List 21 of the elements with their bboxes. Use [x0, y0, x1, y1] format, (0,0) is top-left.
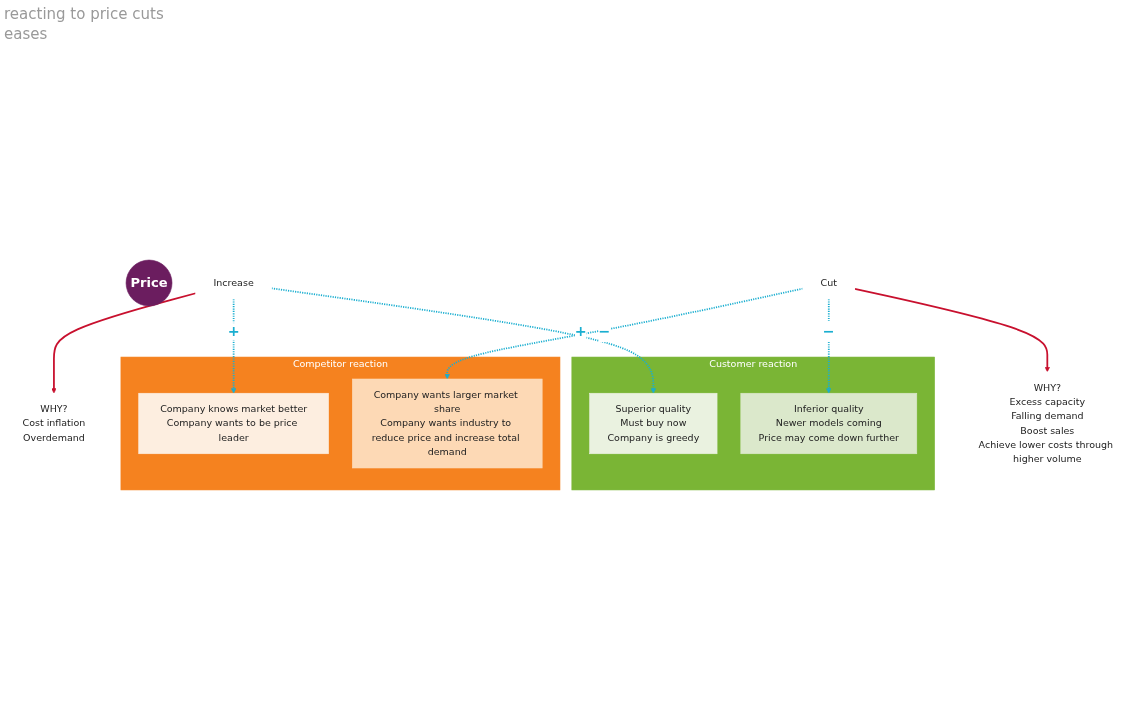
node-text: Cut — [820, 277, 837, 289]
arrow — [853, 287, 1050, 373]
edge-label: + — [574, 323, 587, 340]
node-text: Increase — [213, 277, 254, 289]
edge-label: + — [227, 323, 240, 340]
arrow — [51, 292, 197, 394]
node-circle: Price — [125, 259, 173, 307]
node-box: Inferior quality Newer models coming Price may come down further — [740, 392, 918, 455]
arrow — [444, 287, 804, 380]
arrow — [826, 298, 832, 394]
node-text: WHY? Cost inflation Overdemand — [22, 403, 86, 444]
note-text: eases — [4, 24, 49, 44]
node-box: Company knows market better Company wants to be price leader — [138, 392, 329, 455]
edge-label: − — [822, 323, 835, 340]
arrow — [270, 287, 656, 394]
note-text: reacting to price cuts — [4, 4, 164, 24]
arrow — [231, 298, 237, 394]
node-box: Superior quality Must buy now Company is greedy — [589, 392, 718, 455]
node-text: WHY? Excess capacity Falling demand Boost sales Achieve lower costs through higher volume — [978, 381, 1114, 465]
edge-label: − — [598, 323, 611, 340]
node-box: Company wants larger market share Company wants industry to reduce price and increase total demand — [352, 378, 543, 469]
